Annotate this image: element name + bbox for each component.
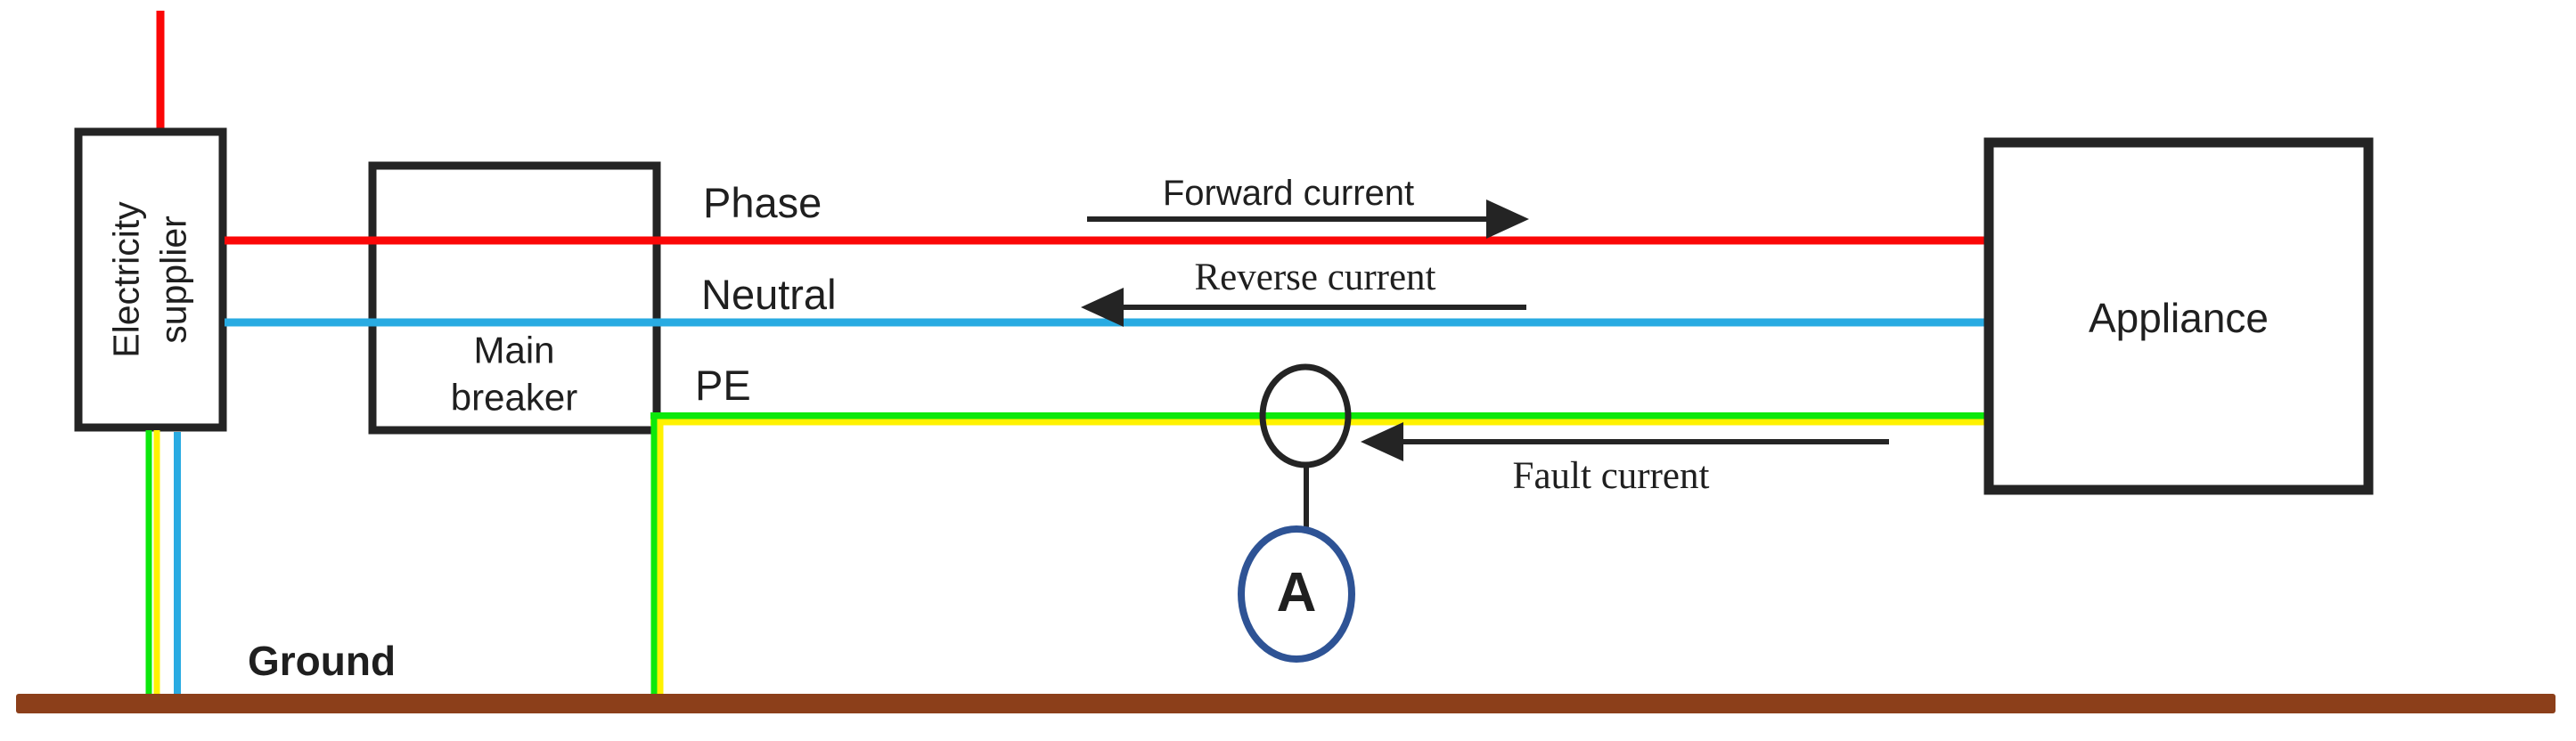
ammeter-ring	[1238, 525, 1355, 663]
forward-current-arrowhead	[1486, 200, 1529, 239]
ammeter-label: A	[1276, 562, 1317, 623]
main-breaker-label-line1: Main	[473, 329, 555, 371]
electricity-supplier-label-line2: supplier	[153, 216, 194, 344]
phase-wire-label: Phase	[703, 179, 822, 226]
fault-current-label: Fault current	[1512, 455, 1710, 497]
main-breaker-label: Main breaker	[451, 328, 577, 421]
reverse-current-label: Reverse current	[1194, 256, 1436, 298]
reverse-current-arrowhead	[1081, 288, 1124, 327]
electricity-supplier-label: Electricity supplier	[103, 201, 199, 357]
appliance-label: Appliance	[2088, 295, 2269, 341]
electricity-supplier-label-line1: Electricity	[105, 201, 147, 358]
main-breaker-box	[368, 161, 661, 435]
pe-wire-label: PE	[695, 362, 751, 409]
ground-label: Ground	[248, 638, 397, 684]
electricity-supplier-box	[74, 127, 227, 432]
neutral-wire-label: Neutral	[701, 271, 837, 318]
appliance-box	[1983, 137, 2374, 495]
forward-current-label: Forward current	[1162, 174, 1415, 213]
fault-current-arrowhead	[1361, 422, 1403, 461]
main-breaker-label-line2: breaker	[450, 376, 578, 418]
ground-bar	[16, 694, 2556, 713]
